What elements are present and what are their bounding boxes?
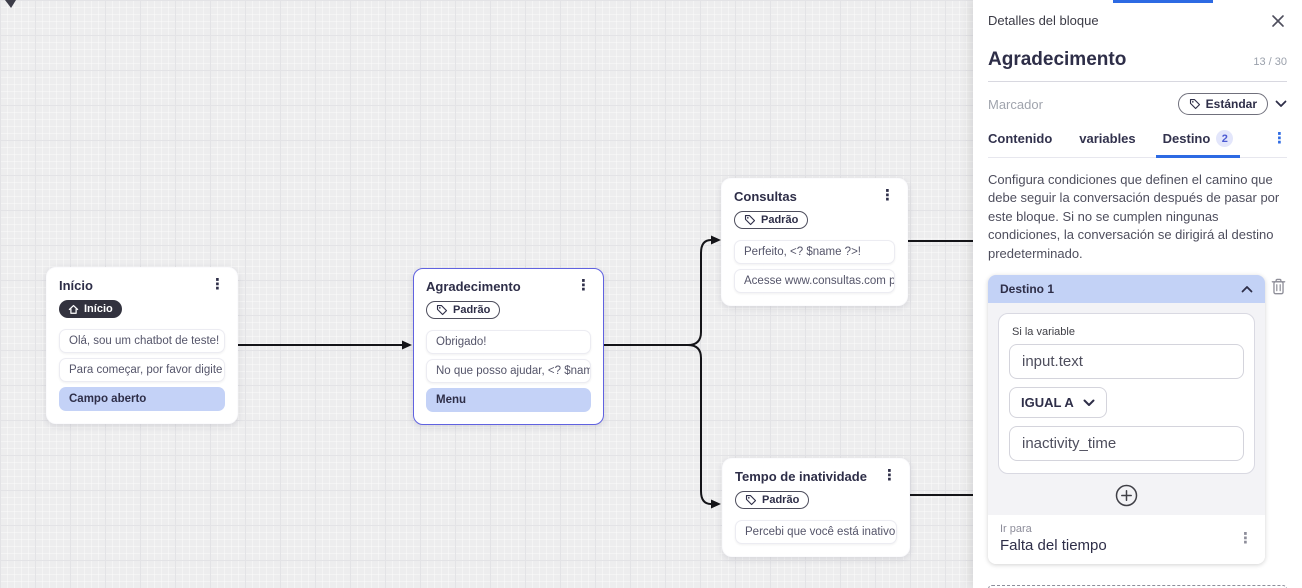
message-row[interactable]: No que posso ajudar, <? $name ...: [426, 359, 591, 383]
add-destination-button[interactable]: Agregar destino: [988, 585, 1287, 588]
chevron-up-icon[interactable]: [1241, 285, 1253, 293]
panel-top-accent: [1113, 0, 1213, 3]
panel-title: Detalles del bloque: [988, 13, 1099, 28]
message-row[interactable]: Olá, sou um chatbot de teste!: [59, 328, 225, 353]
chevron-down-icon[interactable]: [1275, 100, 1287, 108]
char-counter: 13 / 30: [1253, 56, 1287, 68]
node-inicio[interactable]: Início ⋮ Início Olá, sou um chatbot de t…: [46, 267, 238, 424]
badge-label: Início: [84, 303, 113, 315]
badge-label: Padrão: [761, 214, 799, 226]
tabs-menu-icon[interactable]: ⋮: [1272, 129, 1287, 147]
tag-icon: [744, 214, 756, 226]
node-menu-icon[interactable]: ⋮: [210, 276, 225, 293]
edge-agradecimento-consultas[interactable]: [603, 239, 712, 346]
tag-icon: [1189, 98, 1200, 110]
tag-icon: [436, 304, 448, 316]
node-menu-icon[interactable]: ⋮: [576, 277, 591, 294]
condition-label: Si la variable: [1012, 326, 1075, 339]
condition-card: Si la variable IGUAL A: [998, 313, 1255, 475]
node-menu-icon[interactable]: ⋮: [882, 467, 897, 484]
open-field-row[interactable]: Campo aberto: [59, 386, 225, 411]
node-title: Tempo de inatividade: [735, 469, 867, 484]
value-input[interactable]: [1009, 426, 1244, 462]
destination-card: Destino 1 Si la variable IGUAL A: [988, 275, 1265, 565]
node-title: Consultas: [734, 189, 797, 204]
message-row[interactable]: Obrigado!: [426, 330, 591, 354]
node-tempo-inatividade[interactable]: Tempo de inatividade ⋮ Padrão Percebi qu…: [722, 458, 910, 557]
panel-tabs: Contenido variables Destino 2 ⋮: [988, 130, 1287, 158]
tag-icon: [745, 494, 757, 506]
destination-description: Configura condiciones que definen el cam…: [988, 172, 1280, 261]
canvas-artifact: [5, 0, 16, 8]
marker-label: Marcador: [988, 96, 1043, 112]
goto-row[interactable]: Ir para Falta del tiempo ⋮: [988, 515, 1265, 565]
menu-row[interactable]: Menu: [426, 388, 591, 412]
message-row[interactable]: Acesse www.consultas.com par...: [734, 269, 895, 293]
operator-select[interactable]: IGUAL A: [1009, 387, 1107, 419]
tab-label: Destino: [1162, 131, 1211, 146]
tab-destino[interactable]: Destino 2: [1155, 130, 1240, 158]
node-title: Agradecimento: [426, 279, 521, 294]
message-row[interactable]: Perfeito, <? $name ?>!: [734, 240, 895, 264]
block-details-panel: Detalles del bloque Agradecimento 13 / 3…: [973, 0, 1302, 588]
trash-icon[interactable]: [1270, 277, 1287, 301]
message-row[interactable]: Percebi que você está inativo. C...: [735, 520, 897, 544]
marker-select[interactable]: Estándar: [1177, 93, 1268, 115]
padrao-badge[interactable]: Padrão: [735, 491, 810, 509]
marker-value: Estándar: [1205, 97, 1257, 111]
badge-label: Padrão: [762, 494, 800, 506]
destination-header[interactable]: Destino 1: [988, 275, 1265, 304]
goto-menu-icon[interactable]: ⋮: [1238, 530, 1253, 548]
block-name-input[interactable]: Agradecimento: [988, 49, 1127, 70]
padrao-badge[interactable]: Padrão: [734, 211, 809, 229]
edge-agradecimento-tempo[interactable]: [687, 344, 712, 505]
arrowhead-icon: [402, 340, 412, 350]
add-condition-icon[interactable]: [1115, 484, 1138, 507]
inicio-badge[interactable]: Início: [59, 300, 122, 318]
goto-label: Ir para: [1000, 523, 1032, 536]
node-agradecimento[interactable]: Agradecimento ⋮ Padrão Obrigado! No que …: [413, 268, 604, 425]
variable-input[interactable]: [1009, 344, 1244, 380]
badge-label: Padrão: [453, 304, 491, 316]
home-icon: [68, 304, 79, 314]
message-row[interactable]: Para começar, por favor digite o ...: [59, 357, 225, 382]
arrowhead-icon: [711, 499, 721, 509]
tab-variables[interactable]: variables: [1079, 131, 1136, 146]
operator-value: IGUAL A: [1021, 395, 1074, 411]
tab-count-badge: 2: [1216, 130, 1234, 147]
chevron-down-icon: [1083, 399, 1095, 406]
node-consultas[interactable]: Consultas ⋮ Padrão Perfeito, <? $name ?>…: [721, 178, 908, 306]
node-title: Início: [59, 278, 93, 293]
padrao-badge[interactable]: Padrão: [426, 301, 501, 319]
goto-value: Falta del tiempo: [1000, 537, 1107, 555]
close-icon[interactable]: [1271, 14, 1285, 28]
arrowhead-icon: [711, 235, 721, 245]
destination-title: Destino 1: [1000, 282, 1055, 297]
node-menu-icon[interactable]: ⋮: [880, 187, 895, 204]
tab-contenido[interactable]: Contenido: [988, 131, 1053, 146]
